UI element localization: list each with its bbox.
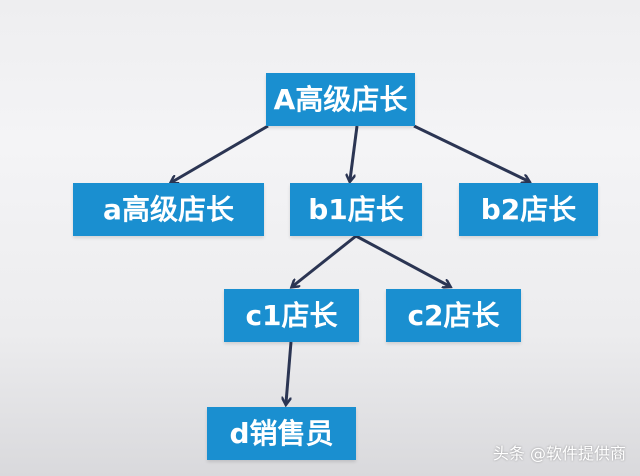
arrow-A-to-b1 <box>350 125 359 180</box>
node-b2-store-manager: b2店长 <box>459 183 598 236</box>
arrow-A-to-a <box>172 124 269 182</box>
arrow-b1-to-c2 <box>355 234 449 286</box>
node-c1-store-manager: c1店长 <box>224 289 359 342</box>
node-b1-store-manager: b1店长 <box>290 183 422 236</box>
arrow-c1-to-d <box>286 341 293 403</box>
arrow-b1-to-c1 <box>293 234 357 286</box>
arrow-A-to-b2 <box>413 124 528 181</box>
node-A-senior-store-manager: A高级店长 <box>266 73 415 126</box>
node-c2-store-manager: c2店长 <box>386 289 521 342</box>
node-d-salesperson: d销售员 <box>207 407 356 460</box>
node-a-senior-store-manager: a高级店长 <box>73 183 264 236</box>
watermark: 头条 @软件提供商 <box>492 444 626 463</box>
